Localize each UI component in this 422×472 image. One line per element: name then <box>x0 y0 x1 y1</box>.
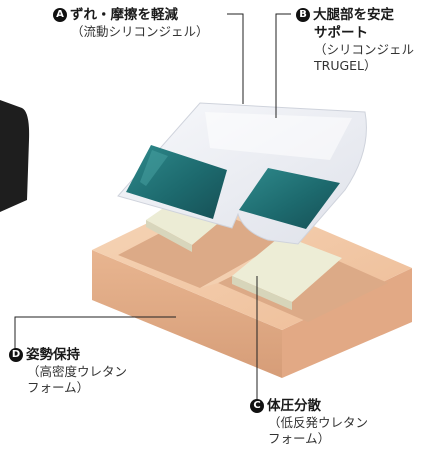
callout-d-title: D 姿勢保持 <box>9 346 127 364</box>
callout-d-detail-line1: （高密度ウレタン <box>27 364 128 379</box>
callout-c-title: C 体圧分散 <box>250 397 368 415</box>
callout-d-heading: 姿勢保持 <box>26 347 80 363</box>
base-foam-pocket-left <box>118 208 285 288</box>
callout-d-detail-line2: フォーム） <box>27 380 90 395</box>
leader-line-b <box>275 13 291 118</box>
badge-d-icon: D <box>9 348 23 362</box>
callout-b-detail-line2: TRUGEL） <box>314 58 377 73</box>
callout-c-heading: 体圧分散 <box>267 398 321 414</box>
insert-foam-right-edge <box>232 276 292 310</box>
badge-a-icon: A <box>53 8 67 22</box>
gel-cover-sheen <box>205 112 352 160</box>
base-foam-front-left <box>92 250 282 378</box>
callout-b-heading: 大腿部を安定 <box>313 7 394 23</box>
callout-c: C 体圧分散 （低反発ウレタン フォーム） <box>250 397 368 447</box>
adjacent-object <box>0 100 30 212</box>
gel-pad-right <box>239 168 340 229</box>
callout-a-heading: ずれ・摩擦を軽減 <box>70 7 178 23</box>
callout-b-heading-line2: サポート <box>314 25 368 41</box>
gel-cover-layer <box>117 102 367 245</box>
badge-c-icon: C <box>250 399 264 413</box>
insert-foam-left-edge <box>146 220 192 252</box>
base-foam-front-right <box>282 268 412 378</box>
callout-a: A ずれ・摩擦を軽減 （流動シリコンジェル） <box>53 6 209 40</box>
leader-lines <box>14 13 291 404</box>
gel-pad-left-shine <box>140 150 168 186</box>
callout-b: B 大腿部を安定 サポート （シリコンジェル TRUGEL） <box>296 6 414 74</box>
leader-line-a <box>227 13 244 104</box>
callout-d: D 姿勢保持 （高密度ウレタン フォーム） <box>9 346 127 396</box>
callout-c-detail-line2: フォーム） <box>268 431 331 446</box>
callout-b-title: B 大腿部を安定 <box>296 6 414 24</box>
callout-a-detail: （流動シリコンジェル） <box>71 24 209 39</box>
callout-a-title: A ずれ・摩擦を軽減 <box>53 6 209 24</box>
callout-b-detail-line1: （シリコンジェル <box>314 42 415 57</box>
badge-b-icon: B <box>296 8 310 22</box>
leader-line-d <box>14 316 176 350</box>
callout-c-detail-line1: （低反発ウレタン <box>268 415 369 430</box>
insert-foam-right <box>232 235 342 302</box>
